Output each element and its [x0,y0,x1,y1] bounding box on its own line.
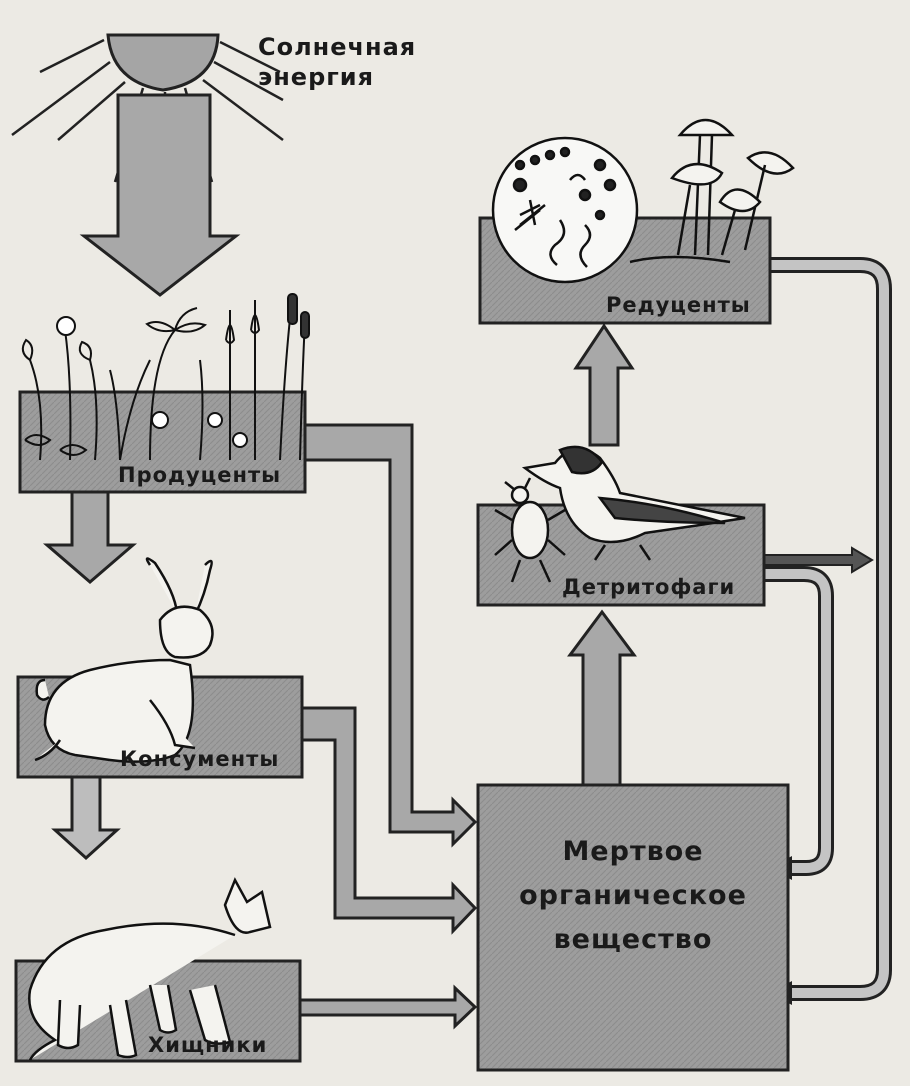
producers-to-dead-arrow [303,423,478,848]
detritivores-label: Детритофаги [562,575,736,599]
hare-icon [34,557,214,763]
sun-label-line1: Солнечная [258,33,417,61]
dead-matter-label: Мертвое органическое вещество [478,830,788,962]
consumers-to-predators-arrow [51,775,121,861]
dead-matter-line1: Мертвое [562,836,704,867]
dead-to-detritivores-arrow [567,609,637,787]
detritivores-to-pipe-arrow [763,546,874,574]
bird-icon [521,445,746,561]
sun-icon [11,33,284,183]
beetle-icon [494,477,566,583]
energy-arrow [79,93,241,297]
consumers-to-dead-arrow [300,706,478,935]
producers-to-consumers-arrow [42,490,138,584]
sun-label-line2: энергия [258,63,375,91]
detritivores-to-decomposers-arrow [573,323,635,447]
dead-matter-box [476,783,790,1072]
producers-label: Продуценты [118,463,282,487]
consumers-label: Консументы [120,747,280,771]
plants-icon [21,293,310,461]
predators-label: Хищники [148,1033,268,1057]
wolf-icon [28,877,272,1061]
sun-energy-label: Солнечная энергия [258,32,416,92]
predators-to-dead-arrow [298,984,478,1030]
dead-matter-line3: вещество [553,924,713,955]
decomposers-label: Редуценты [606,293,751,317]
dead-matter-line2: органическое [519,880,747,911]
producers-box [18,390,307,494]
mushrooms-icon [629,118,795,264]
microbes-icon [491,136,639,284]
